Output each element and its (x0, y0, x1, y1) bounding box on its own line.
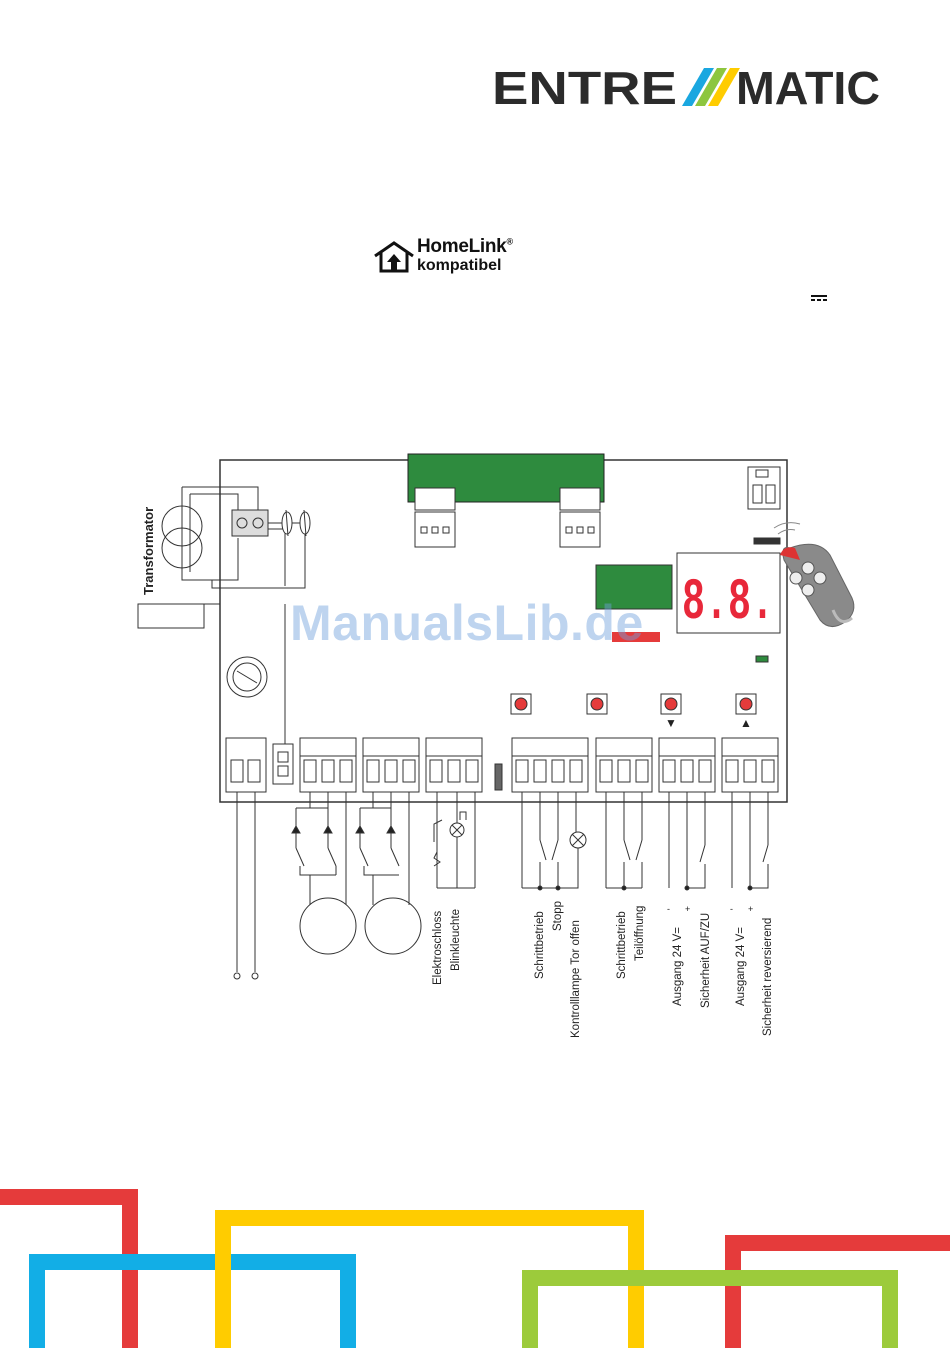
entrematic-logo: ENTRE MATIC (492, 66, 882, 108)
jumper (754, 538, 780, 544)
remote-control-icon (774, 523, 854, 627)
connector-left-top (415, 488, 455, 510)
polarity-minus-1: - (667, 904, 670, 914)
arrow-down-label: ▼ (665, 716, 677, 730)
homelink-subtitle: kompatibel (417, 257, 501, 275)
button-up (740, 698, 752, 710)
connector-right-top (560, 488, 600, 510)
terminal-fuse-small (273, 744, 293, 784)
display-digits: 8.8. (682, 571, 774, 636)
label-kontrolllampe: Kontrolllampe Tor offen (570, 920, 582, 1038)
motor-icon-2 (365, 898, 421, 954)
label-elektroschloss: Elektroschloss (432, 911, 444, 985)
terminal-lock-lamp (426, 738, 482, 792)
label-stopp: Stopp (552, 901, 564, 931)
logo-text-left: ENTRE (492, 66, 677, 108)
label-ausgang-2: Ausgang 24 V= (735, 927, 747, 1006)
homelink-name-text: HomeLink (417, 236, 506, 257)
button-1 (515, 698, 527, 710)
label-ausgang-1: Ausgang 24 V= (672, 927, 684, 1006)
button-2 (591, 698, 603, 710)
motor-icon (300, 898, 356, 954)
label-teiloeffnung: Teilöffnung (634, 906, 646, 961)
terminal-motor-2 (363, 738, 419, 792)
terminal-safety-2 (722, 738, 778, 792)
label-schrittbetrieb-1: Schrittbetrieb (534, 911, 546, 979)
label-blinkleuchte: Blinkleuchte (450, 909, 462, 971)
terminal-safety-1 (659, 738, 715, 792)
logo-text-right: MATIC (736, 66, 880, 108)
label-sicherheit-auf-zu: Sicherheit AUF/ZU (700, 913, 712, 1008)
homelink-house-icon (372, 240, 416, 274)
button-down (665, 698, 677, 710)
label-schrittbetrieb-2: Schrittbetrieb (616, 911, 628, 979)
transformer-label: Transformator (141, 507, 156, 595)
arrow-up-label: ▲ (740, 716, 752, 730)
terminal-motor-1 (300, 738, 356, 792)
polarity-plus-1: + (685, 904, 690, 914)
dc-current-icon (810, 293, 828, 303)
homelink-name: HomeLink® (417, 236, 513, 258)
decorative-frames (0, 1180, 950, 1348)
watermark: ManualsLib.de (290, 594, 644, 652)
status-led (756, 656, 768, 662)
polarity-minus-2: - (730, 904, 733, 914)
terminal-step-stop (512, 738, 588, 792)
label-sicherheit-reversierend: Sicherheit reversierend (762, 918, 774, 1036)
homelink-registered-mark: ® (506, 237, 512, 247)
polarity-plus-2: + (748, 904, 753, 914)
terminal-step-partial (596, 738, 652, 792)
